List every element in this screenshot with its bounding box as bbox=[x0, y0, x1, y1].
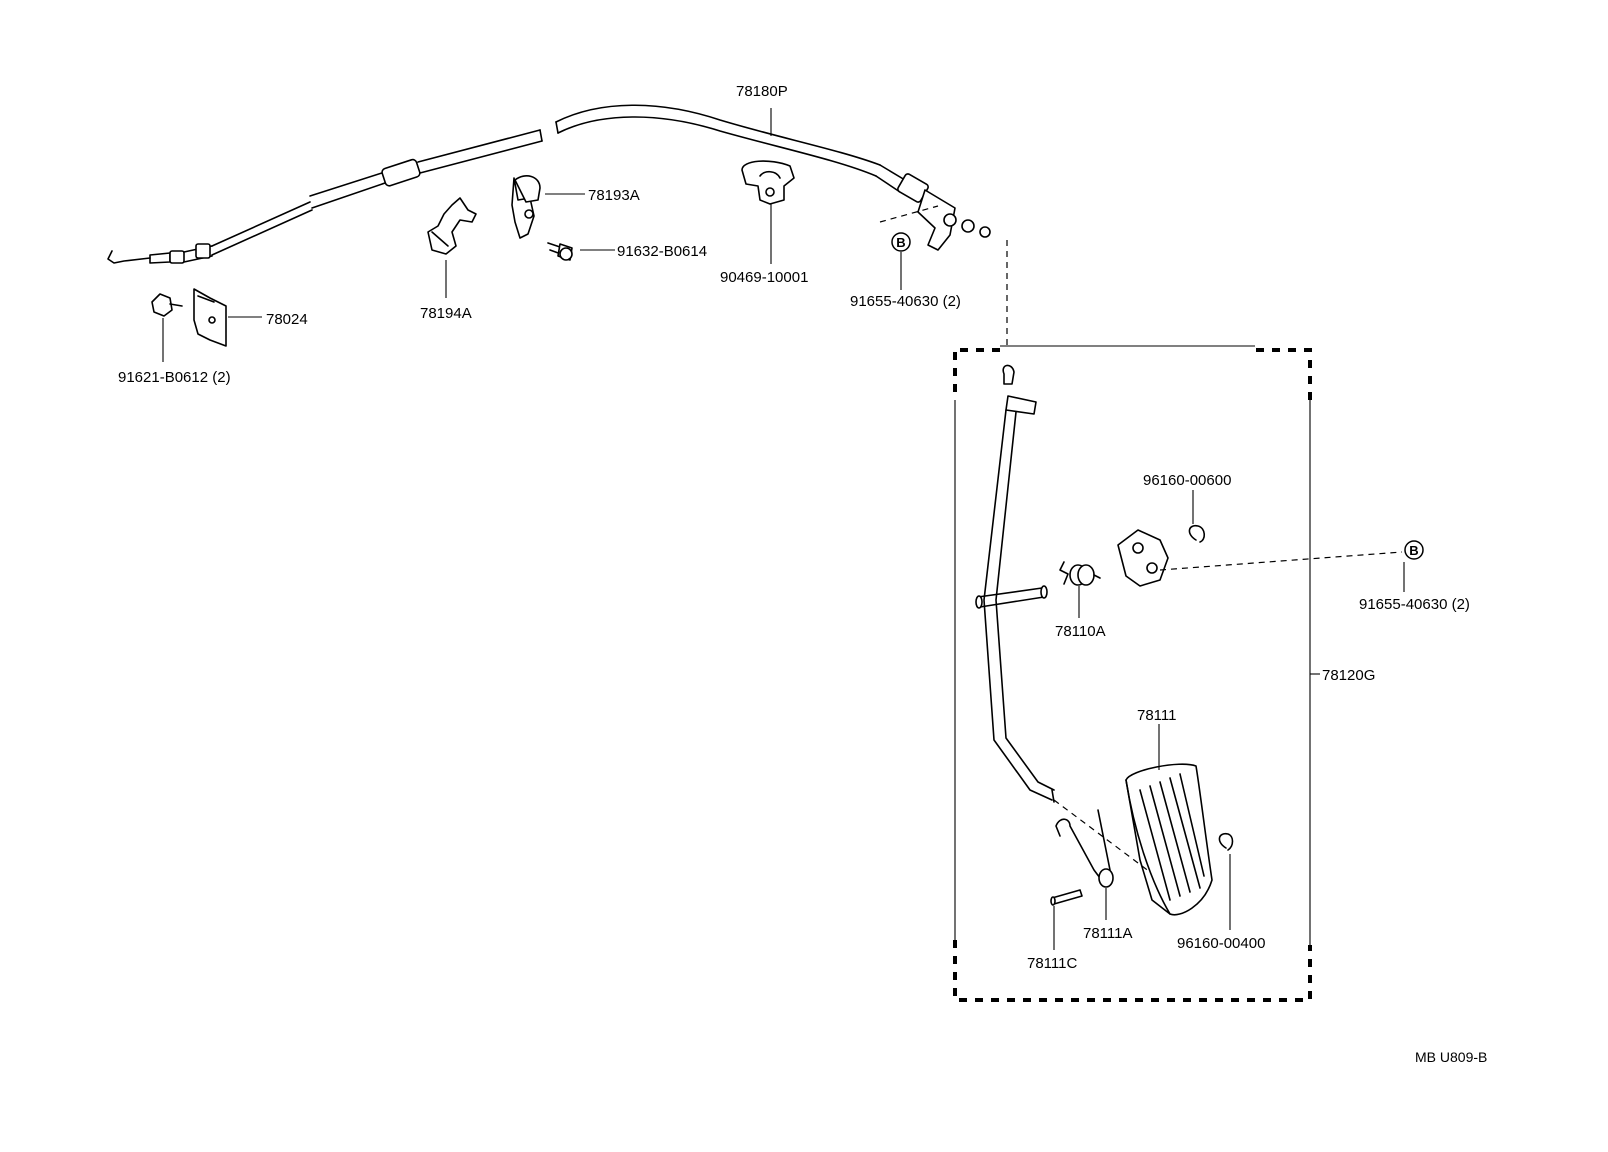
label-78110A: 78110A bbox=[1055, 623, 1106, 640]
bracket-78194A[interactable] bbox=[427, 197, 477, 255]
label-91621-B0612: 91621-B0612 (2) bbox=[118, 369, 231, 386]
label-78024: 78024 bbox=[266, 311, 308, 328]
spring-78110A[interactable] bbox=[1059, 561, 1101, 586]
nut-91621-B0612[interactable] bbox=[151, 293, 183, 317]
pedal-assembly-frame bbox=[953, 345, 1312, 1002]
drawing-code: MB U809-B bbox=[1415, 1049, 1487, 1065]
pedal-arm[interactable] bbox=[975, 364, 1055, 803]
label-78120G: 78120G bbox=[1322, 667, 1375, 684]
pin-78111C[interactable] bbox=[1050, 889, 1083, 906]
clip-96160-00400[interactable] bbox=[1218, 832, 1234, 851]
spring-78111A[interactable] bbox=[1055, 809, 1114, 888]
label-78194A: 78194A bbox=[420, 305, 472, 322]
label-78111: 78111 bbox=[1137, 707, 1177, 724]
label-91655-40630-top: 91655-40630 (2) bbox=[850, 293, 961, 310]
label-78193A: 78193A bbox=[588, 187, 640, 204]
label-78111A: 78111A bbox=[1083, 925, 1133, 942]
pedal-bracket[interactable] bbox=[1117, 529, 1169, 587]
leader-lines bbox=[162, 108, 1405, 950]
clamp-90469-10001[interactable] bbox=[741, 160, 795, 205]
clamp-78193A[interactable] bbox=[511, 175, 541, 239]
ref-b-right: B bbox=[1404, 540, 1424, 560]
accelerator-cable[interactable] bbox=[107, 104, 991, 264]
label-96160-00400: 96160-00400 bbox=[1177, 935, 1265, 952]
pedal-pad-78111[interactable] bbox=[1125, 763, 1213, 916]
label-78180P: 78180P bbox=[736, 83, 788, 100]
bracket-78024[interactable] bbox=[193, 288, 227, 347]
bolt-91632-B0614[interactable] bbox=[547, 242, 573, 261]
label-90469-10001: 90469-10001 bbox=[720, 269, 808, 286]
ref-b-top: B bbox=[891, 232, 911, 252]
label-78111C: 78111C bbox=[1027, 955, 1077, 972]
dashed-connectors bbox=[879, 205, 1403, 873]
svg-text:B: B bbox=[1409, 543, 1418, 558]
label-91655-40630-right: 91655-40630 (2) bbox=[1359, 596, 1470, 613]
label-91632-B0614: 91632-B0614 bbox=[617, 243, 707, 260]
clip-96160-00600[interactable] bbox=[1188, 524, 1206, 543]
label-96160-00600: 96160-00600 bbox=[1143, 472, 1231, 489]
svg-text:B: B bbox=[896, 235, 905, 250]
